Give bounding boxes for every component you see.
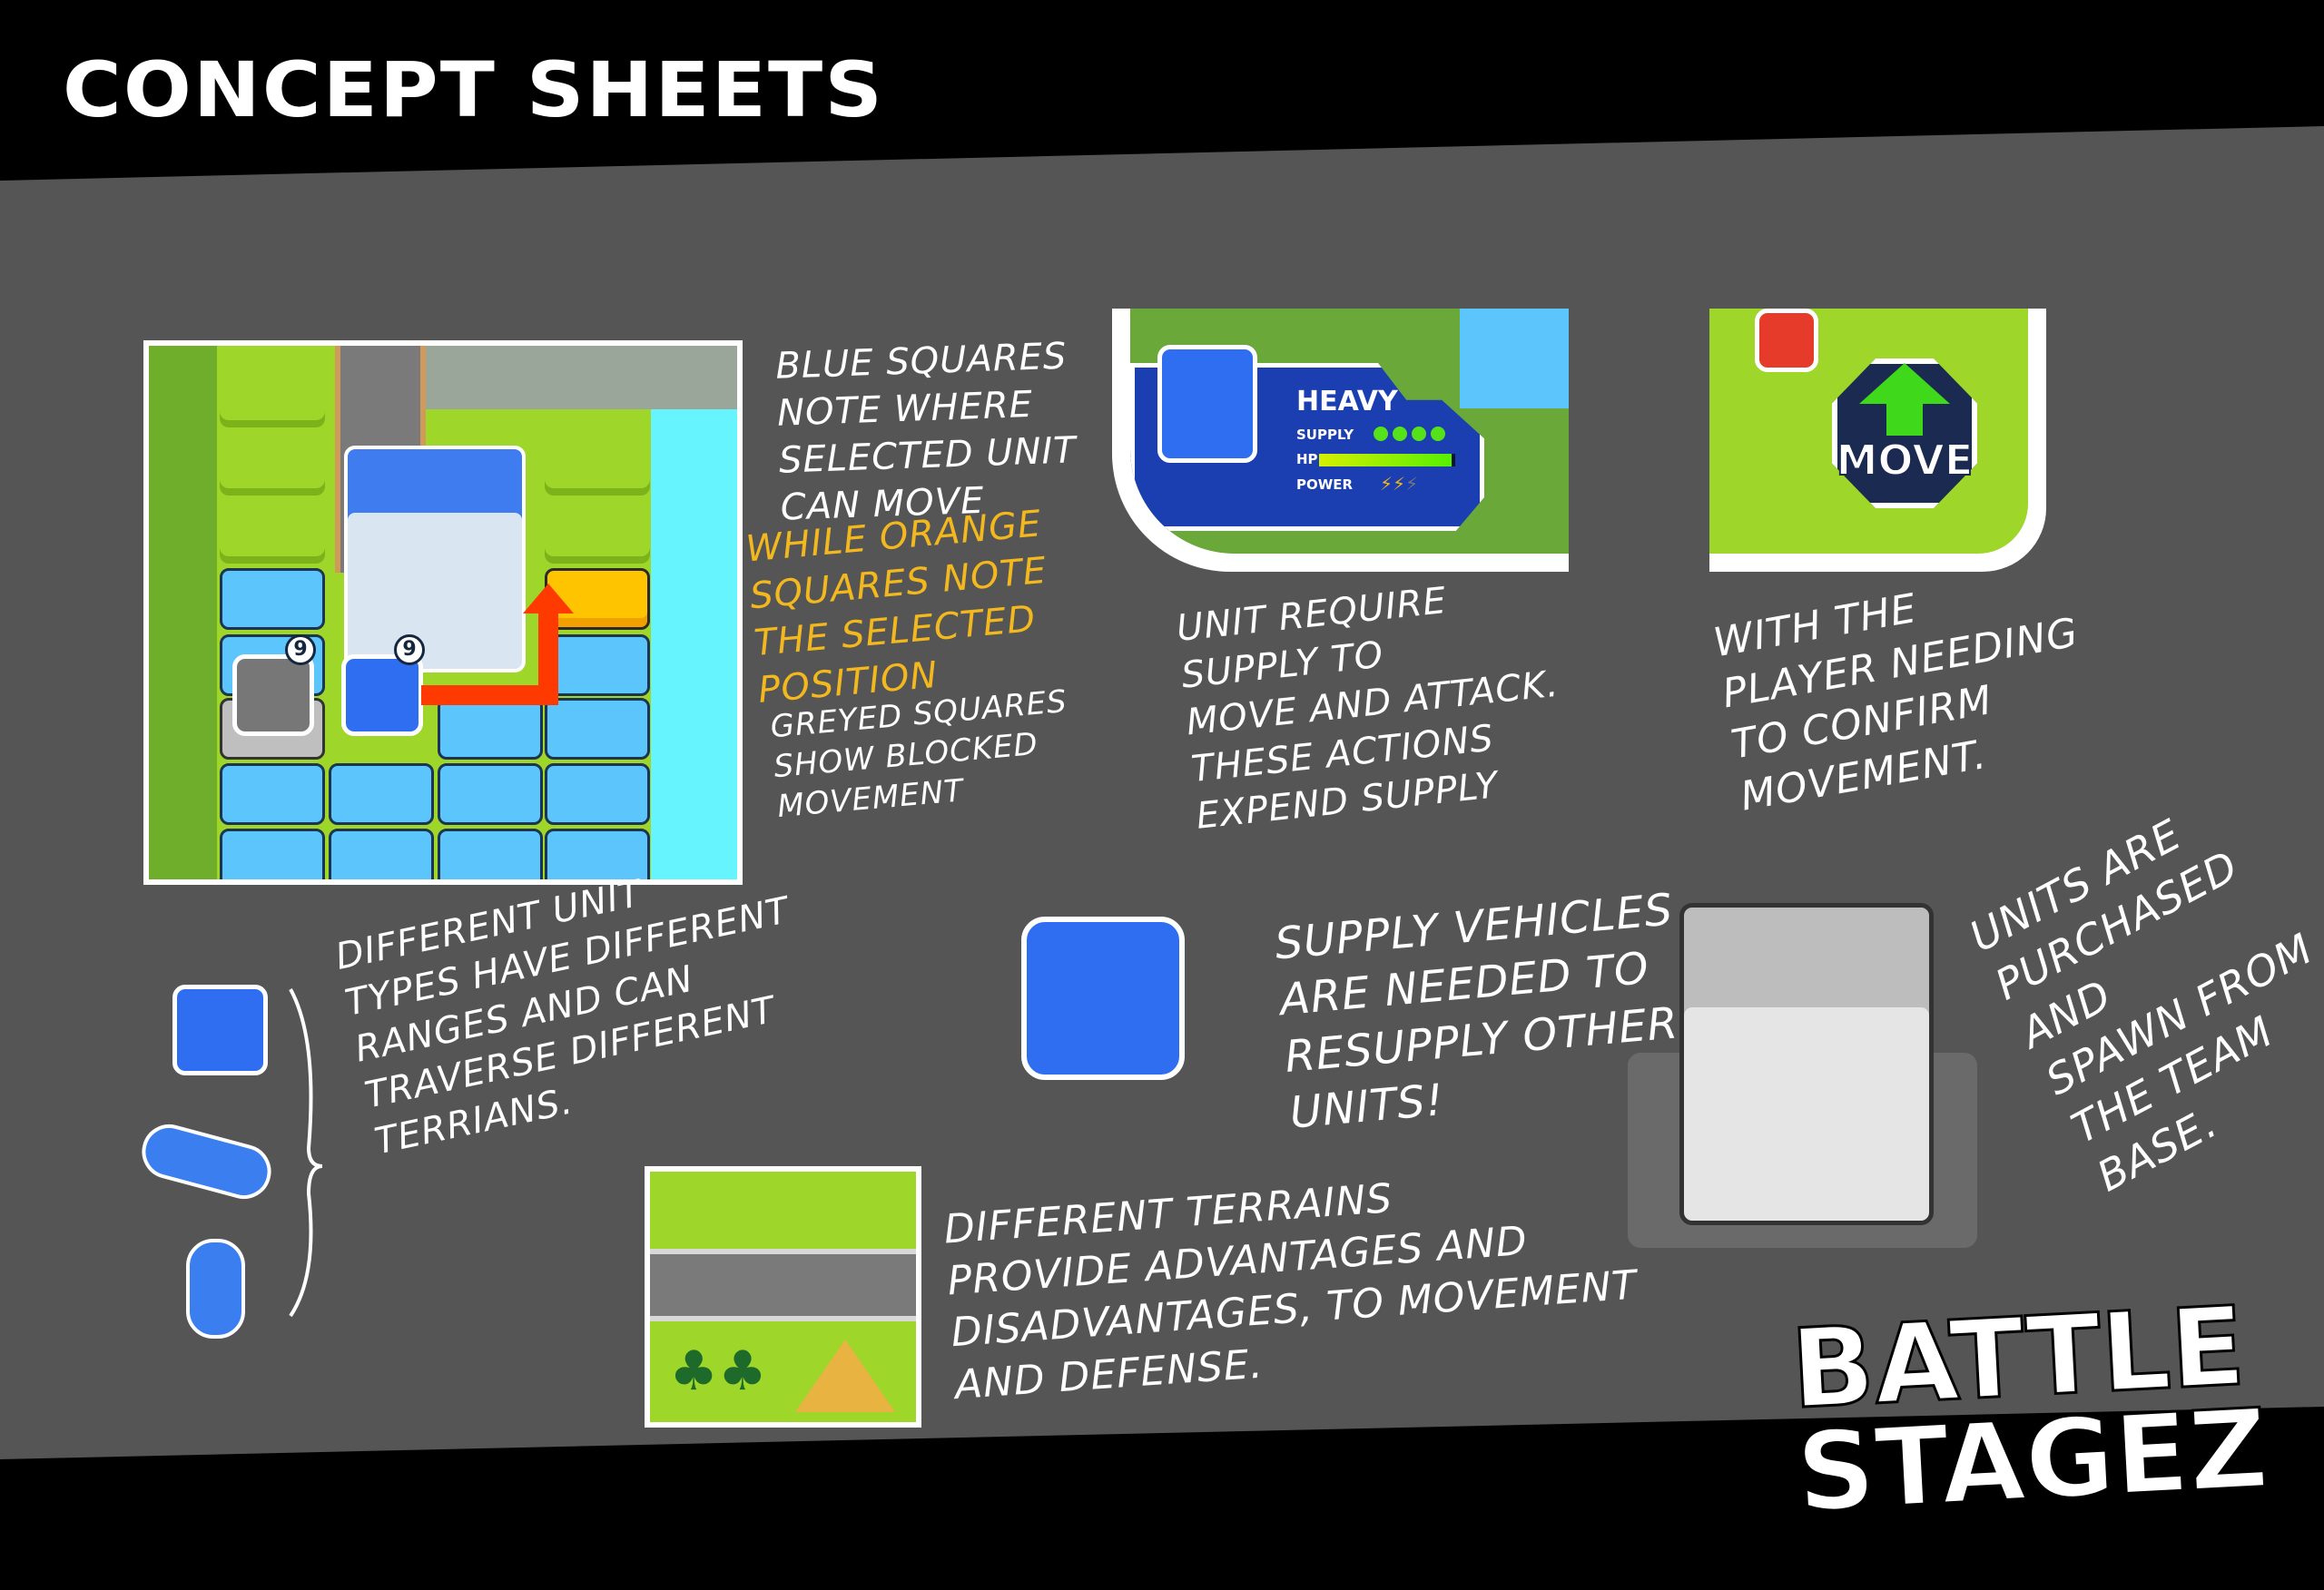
brace-icon bbox=[289, 988, 323, 1318]
movable-tile bbox=[1460, 309, 1569, 408]
unit-info-panel: HEAVY SUPPLY HP POWER ⚡⚡⚡ bbox=[1112, 309, 1569, 572]
hp-bar-fill bbox=[1319, 454, 1452, 466]
grass-tile bbox=[545, 432, 650, 496]
up-arrow-icon bbox=[1859, 363, 1950, 436]
movement-map-panel: 9 9 bbox=[143, 340, 743, 885]
movable-tile[interactable] bbox=[220, 763, 325, 825]
grass-strip bbox=[149, 346, 217, 879]
note-supply: Unit require supply to move and attack. … bbox=[1174, 579, 1561, 838]
battle-stagez-logo: BATTLE STAGEZ bbox=[1787, 1282, 2272, 1538]
grass-tile bbox=[545, 500, 650, 564]
movable-tile[interactable] bbox=[220, 568, 325, 630]
supply-pip bbox=[1431, 427, 1445, 441]
grass-tile bbox=[220, 432, 325, 496]
stone-wall bbox=[426, 346, 737, 409]
unit-name: HEAVY bbox=[1296, 386, 1398, 417]
movable-tile[interactable] bbox=[438, 763, 543, 825]
grass-tile bbox=[220, 364, 325, 427]
road-terrain bbox=[650, 1249, 916, 1321]
supply-vehicle-icon bbox=[1021, 917, 1185, 1080]
heavy-tank-icon bbox=[1157, 345, 1257, 463]
forest-terrain-icon: ♣♣ bbox=[669, 1340, 767, 1403]
tank-unit-icon bbox=[172, 985, 268, 1075]
power-label: POWER bbox=[1296, 476, 1354, 493]
water bbox=[651, 409, 737, 879]
logo-line-2: STAGEZ bbox=[1792, 1385, 2272, 1538]
move-confirm-panel: MOVE bbox=[1709, 309, 2046, 572]
enemy-unit bbox=[1755, 309, 1818, 372]
movable-tile[interactable] bbox=[438, 829, 543, 879]
supply-pips bbox=[1374, 427, 1445, 441]
supply-pip bbox=[1412, 427, 1426, 441]
movable-tile[interactable] bbox=[329, 763, 434, 825]
team-base-building-sketch bbox=[1679, 903, 1934, 1225]
movable-tile[interactable] bbox=[220, 829, 325, 879]
tank-unit-inactive[interactable] bbox=[232, 654, 314, 736]
unit-badge: 9 bbox=[285, 634, 316, 665]
move-button-label[interactable]: MOVE bbox=[1836, 435, 1974, 486]
selected-position-tile[interactable] bbox=[545, 568, 650, 630]
note-orange-squares: While orange squares note the selected p… bbox=[743, 503, 1049, 712]
supply-pip bbox=[1393, 427, 1407, 441]
movable-tile[interactable] bbox=[545, 634, 650, 696]
movable-tile[interactable] bbox=[545, 763, 650, 825]
hp-label: HP bbox=[1296, 451, 1318, 467]
supply-pip bbox=[1374, 427, 1388, 441]
page-title: CONCEPT SHEETS bbox=[63, 45, 884, 134]
move-path-arrow-icon bbox=[421, 584, 574, 705]
lightning-icon-empty: ⚡ bbox=[1405, 473, 1419, 495]
supply-label: SUPPLY bbox=[1296, 427, 1354, 443]
movable-tile[interactable] bbox=[329, 829, 434, 879]
terrain-panel: ♣♣ bbox=[645, 1166, 921, 1428]
mountain-terrain-icon bbox=[795, 1340, 895, 1412]
hp-bar bbox=[1319, 454, 1455, 466]
unit-badge: 9 bbox=[394, 634, 425, 665]
infantry-unit-icon bbox=[186, 1239, 245, 1339]
power-icons: ⚡⚡⚡ bbox=[1380, 473, 1418, 495]
team-base-building[interactable] bbox=[344, 446, 526, 672]
movable-tile[interactable] bbox=[545, 829, 650, 879]
lightning-icon: ⚡⚡ bbox=[1380, 473, 1406, 495]
tank-unit-selected[interactable] bbox=[341, 654, 423, 736]
grass-tile bbox=[220, 500, 325, 564]
movable-tile[interactable] bbox=[545, 698, 650, 760]
